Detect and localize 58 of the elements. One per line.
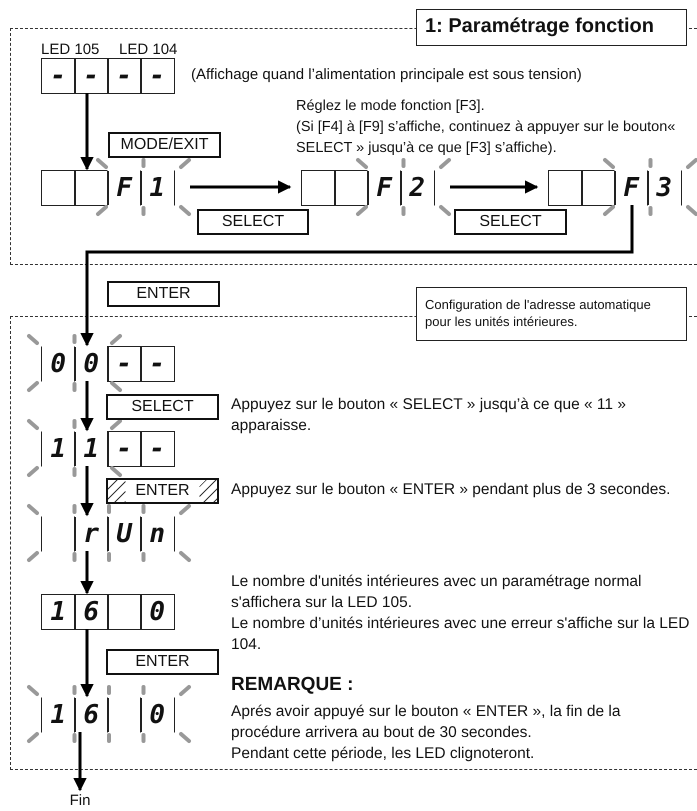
display-cell: 1 xyxy=(74,431,108,467)
display-cell: 0 xyxy=(140,697,174,733)
arrow xyxy=(80,93,94,170)
display-cell: 3 xyxy=(647,170,682,206)
display-cell: - xyxy=(140,346,174,382)
display-cell: 1 xyxy=(41,431,76,467)
arrow xyxy=(73,732,87,792)
button-label: SELECT xyxy=(197,209,309,235)
display-cell: 0 xyxy=(41,346,76,382)
arrow xyxy=(80,466,94,516)
display-caption: (Affichage quand l’alimentation principale est sous tension) xyxy=(191,65,582,85)
note-text: Réglez le mode fonction [F3]. xyxy=(296,97,486,116)
arrow xyxy=(450,180,538,194)
display-cell: 0 xyxy=(140,594,174,630)
button-label: MODE/EXIT xyxy=(108,132,221,158)
display-cell: U xyxy=(107,516,142,552)
note-text: Le nombre d'unités intérieures avec un paramétrage normal s'affichera sur la LED 105. xyxy=(231,572,642,613)
display-cell: 1 xyxy=(41,594,76,630)
display-cell: - xyxy=(107,58,142,94)
display-cell: 1 xyxy=(140,170,174,206)
button-label: SELECT xyxy=(454,209,567,235)
display-cell: r xyxy=(74,516,108,552)
note-text: Aprés avoir appuyé sur le bouton « ENTER », la fin de la procédure arrivera au bout de 30 secondes. xyxy=(231,702,622,743)
note-text: Appuyez sur le bouton « ENTER » pendant plus de 3 secondes. xyxy=(231,480,672,500)
note-text: Pendant cette période, les LED clignoteront. xyxy=(231,744,536,764)
display-cell: 6 xyxy=(74,594,108,630)
note-text: Le nombre d’unités intérieures avec une erreur s'affiche sur la LED 104. xyxy=(231,614,690,655)
display-cell: - xyxy=(107,346,142,382)
display-cell: 6 xyxy=(74,697,108,733)
display-cell: 1 xyxy=(41,697,76,733)
arrow xyxy=(80,629,94,698)
button-label: ENTER xyxy=(106,478,219,504)
end-label: Fin xyxy=(60,790,100,810)
display-cell: F xyxy=(614,170,648,206)
arrow xyxy=(80,381,94,432)
note-text: Appuyez sur le bouton « SELECT » jusqu’à ce que « 11 » apparaisse. xyxy=(231,395,627,436)
display-cell: - xyxy=(74,58,108,94)
display-cell: - xyxy=(140,431,174,467)
display-cell: - xyxy=(140,58,174,94)
arrow xyxy=(190,180,292,194)
display-cell: F xyxy=(367,170,402,206)
display-cell: - xyxy=(41,58,76,94)
display-caption: LED 105 xyxy=(41,40,100,60)
display-cell: - xyxy=(107,431,142,467)
display-cell: 2 xyxy=(400,170,434,206)
button-label: ENTER xyxy=(107,281,220,307)
note-text: (Si [F4] à [F9] s’affiche, continuez à appuyer sur le bouton« SELECT » jusqu’à ce que [F3] s’affiche). xyxy=(296,118,676,158)
button-label: ENTER xyxy=(106,649,219,675)
display-cell: n xyxy=(140,516,174,552)
arrow xyxy=(80,551,94,594)
note-heading: REMARQUE : xyxy=(231,674,354,695)
section-title: 1: Paramétrage fonction xyxy=(416,9,687,46)
display-cell: 0 xyxy=(74,346,108,382)
section-title: Configuration de l'adresse automatique pour les unités intérieures. xyxy=(416,287,687,341)
arrow xyxy=(80,205,634,346)
display-caption: LED 104 xyxy=(119,40,178,60)
display-cell: F xyxy=(107,170,142,206)
button-label: SELECT xyxy=(106,394,219,420)
